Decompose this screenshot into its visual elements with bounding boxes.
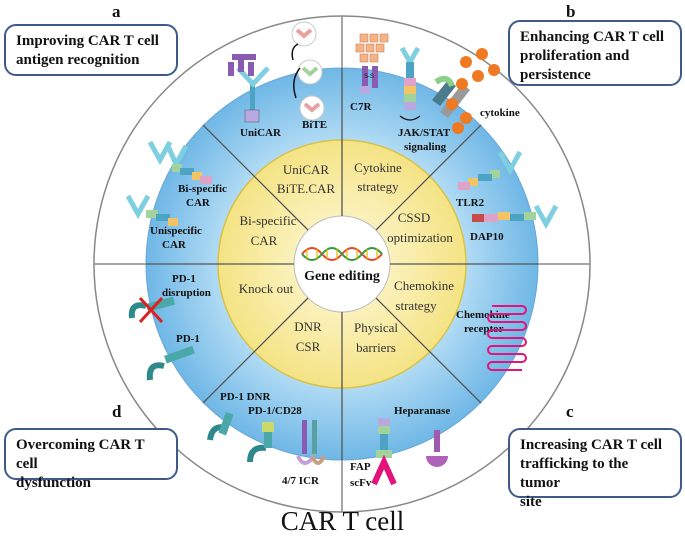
jak-stat-receptor-icon: [399, 46, 421, 121]
unispecific-car-icon: [125, 194, 178, 226]
cytokine-dots-icon: [446, 48, 500, 134]
panel-d-title-line2: dysfunction: [16, 475, 92, 491]
panel-d-title-line1: Overcoming CAR T cell: [16, 437, 145, 472]
icr-label: 4/7 ICR: [282, 475, 320, 487]
ss-label: S-S: [364, 74, 374, 80]
panel-b-title-line1: Enhancing CAR T cell: [520, 29, 665, 45]
sector-cytokine-strategy-label: strategy: [357, 179, 399, 194]
fap-scfv-label: FAP scFv: [350, 461, 373, 489]
pd1-receptor-icon: [146, 345, 195, 381]
panel-a-box: Improving CAR T cell antigen recognition: [4, 24, 178, 76]
bite-label: BiTE: [302, 119, 327, 131]
sector-unicar-label: UniCAR: [283, 162, 330, 177]
unicar-label: UniCAR: [240, 127, 282, 139]
cytokine-label: cytokine: [480, 107, 520, 119]
sector-cssd-label: CSSD: [398, 210, 431, 225]
jak-stat-line1: JAK/STAT: [398, 127, 451, 139]
unispecific-car-line1: Unispecific: [150, 225, 202, 237]
fap-scfv-car-icon: [371, 418, 397, 486]
quadrant-dividers: [94, 16, 590, 512]
sector-chemokine-label: Chemokine: [394, 278, 454, 293]
sector-physical-label: Physical: [354, 320, 398, 335]
footer-title: CAR T cell: [280, 506, 405, 536]
panel-c-title-line1: Increasing CAR T cell: [520, 437, 663, 453]
center-circle: [293, 215, 391, 313]
bispecific-car-line2: CAR: [186, 197, 211, 209]
chemokine-receptor-icon: [487, 305, 527, 371]
panel-a-title-line1: Improving CAR T cell: [16, 33, 159, 49]
pd1-dnr-label: PD-1 DNR: [220, 391, 271, 403]
pd1-cd28-icon: [247, 422, 274, 463]
panel-c-title-line2: trafficking to the tumor: [520, 456, 629, 491]
sector-csr-label: CSR: [296, 339, 321, 354]
bispecific-car-line1: Bi-specific: [178, 183, 227, 195]
heparanase-icon: [426, 430, 448, 467]
panel-d-box: Overcoming CAR T cell dysfunction: [4, 428, 178, 491]
sector-optimization-label: optimization: [387, 230, 453, 245]
fap-line: FAP: [350, 461, 371, 473]
chemokine-receptor-label: Chemokine receptor: [456, 309, 513, 335]
sector-knockout-label: Knock out: [239, 281, 294, 296]
bite-molecule-icons: [291, 21, 325, 121]
tlr2-label: TLR2: [456, 197, 485, 209]
dna-helix-icon: [301, 247, 383, 261]
panel-c-title-line3: site: [520, 494, 542, 510]
panel-b-title-line2: proliferation and: [520, 48, 630, 64]
panel-a-title-line2: antigen recognition: [16, 52, 140, 68]
pd1-disruption-line1: PD-1: [172, 273, 196, 285]
heparanase-label: Heparanase: [394, 405, 450, 417]
pd1-disruption-label: PD-1 disruption: [162, 273, 211, 299]
dap10-label: DAP10: [470, 231, 504, 243]
c7r-receptor-icon: [355, 33, 389, 94]
panel-a-letter: a: [112, 2, 121, 21]
icr-receptor-icon: [296, 420, 326, 465]
dap10-car-icon: [472, 204, 559, 230]
c7r-label: C7R: [350, 101, 372, 113]
panel-c-letter: c: [566, 402, 574, 421]
chemokine-receptor-line2: receptor: [464, 323, 504, 335]
tlr2-car-icon: [458, 150, 523, 190]
pd1-cd28-label: PD-1/CD28: [248, 405, 302, 417]
pd1-disruption-line2: disruption: [162, 287, 211, 299]
jak-stat-label: JAK/STAT signaling: [398, 127, 453, 153]
scfv-line: scFv: [350, 477, 372, 489]
sector-barriers-label: barriers: [356, 340, 396, 355]
center-label: Gene editing: [304, 269, 380, 284]
chemokine-receptor-line1: Chemokine: [456, 309, 510, 321]
pd1-label: PD-1: [176, 333, 200, 345]
panel-c-box: Increasing CAR T cell trafficking to the…: [508, 428, 682, 510]
panel-b-letter: b: [566, 2, 576, 21]
sector-car-label: CAR: [251, 233, 278, 248]
sector-chemokine-strategy-label: strategy: [395, 298, 437, 313]
sector-bispecific-label: Bi-specific: [239, 213, 296, 228]
unispecific-car-label: Unispecific CAR: [150, 225, 205, 251]
bispecific-car-label: Bi-specific CAR: [178, 183, 230, 209]
bispecific-car-icon: [147, 140, 212, 184]
sector-spokes: [146, 68, 538, 460]
sector-bite-car-label: BiTE.CAR: [277, 181, 335, 196]
pd1-dnr-icon: [207, 412, 234, 441]
sector-cytokine-label: Cytokine: [354, 160, 402, 175]
unispecific-car-line2: CAR: [162, 239, 187, 251]
pd1-disrupted-icon: [128, 296, 176, 324]
panel-d-letter: d: [112, 402, 122, 421]
sector-dnr-label: DNR: [294, 319, 322, 334]
panel-b-box: Enhancing CAR T cell proliferation and p…: [508, 20, 682, 86]
unicar-receptor-icon: [228, 54, 270, 123]
panel-b-title-line3: persistence: [520, 67, 591, 83]
jak-stat-line2: signaling: [404, 141, 447, 153]
